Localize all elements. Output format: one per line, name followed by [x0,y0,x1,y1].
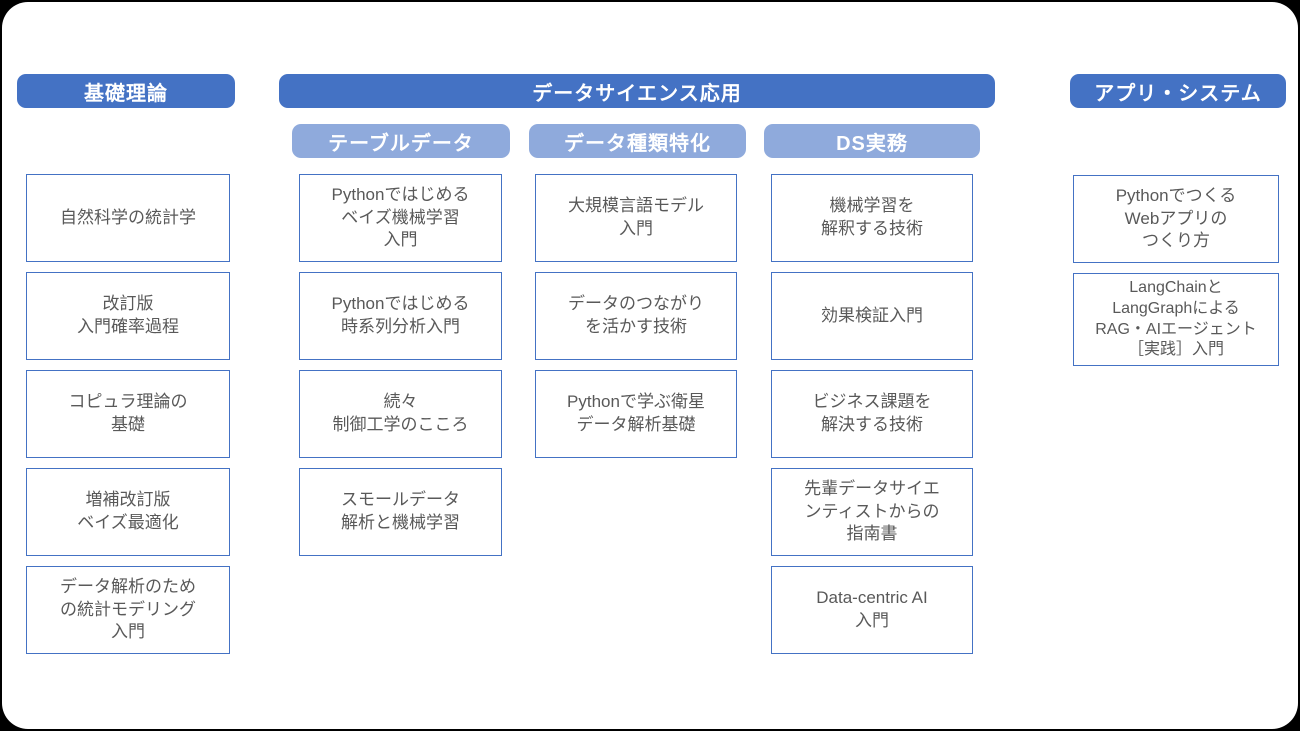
book-list-app-system: Pythonでつくる Webアプリの つくり方 LangChainと LangG… [1073,175,1279,366]
book-card: Pythonではじめる 時系列分析入門 [299,272,502,360]
book-card: 自然科学の統計学 [26,174,230,262]
book-card: Pythonで学ぶ衛星 データ解析基礎 [535,370,737,458]
book-card: 改訂版 入門確率過程 [26,272,230,360]
book-card: Pythonでつくる Webアプリの つくり方 [1073,175,1279,263]
book-card: 効果検証入門 [771,272,973,360]
book-card: データ解析のため の統計モデリング 入門 [26,566,230,654]
book-card: Data-centric AI 入門 [771,566,973,654]
category-header-foundation: 基礎理論 [17,74,235,108]
book-card: コピュラ理論の 基礎 [26,370,230,458]
category-header-data-science-applied: データサイエンス応用 [279,74,995,108]
book-card: ビジネス課題を 解決する技術 [771,370,973,458]
book-card: LangChainと LangGraphによる RAG・AIエージェント ［実践… [1073,273,1279,366]
book-card: 機械学習を 解釈する技術 [771,174,973,262]
subcategory-header-table-data: テーブルデータ [292,124,510,158]
book-list-data-type-specialized: 大規模言語モデル 入門 データのつながり を活かす技術 Pythonで学ぶ衛星 … [535,174,737,458]
book-card: Pythonではじめる ベイズ機械学習 入門 [299,174,502,262]
book-card: 先輩データサイエ ンティストからの 指南書 [771,468,973,556]
subcategory-header-data-type-specialized: データ種類特化 [529,124,746,158]
subcategory-header-ds-practice: DS実務 [764,124,980,158]
book-card: データのつながり を活かす技術 [535,272,737,360]
book-card: スモールデータ 解析と機械学習 [299,468,502,556]
category-header-app-system: アプリ・システム [1070,74,1286,108]
book-card: 続々 制御工学のこころ [299,370,502,458]
book-list-ds-practice: 機械学習を 解釈する技術 効果検証入門 ビジネス課題を 解決する技術 先輩データ… [771,174,973,654]
book-card: 増補改訂版 ベイズ最適化 [26,468,230,556]
book-list-foundation: 自然科学の統計学 改訂版 入門確率過程 コピュラ理論の 基礎 増補改訂版 ベイズ… [26,174,230,654]
book-card: 大規模言語モデル 入門 [535,174,737,262]
book-list-table-data: Pythonではじめる ベイズ機械学習 入門 Pythonではじめる 時系列分析… [299,174,502,556]
